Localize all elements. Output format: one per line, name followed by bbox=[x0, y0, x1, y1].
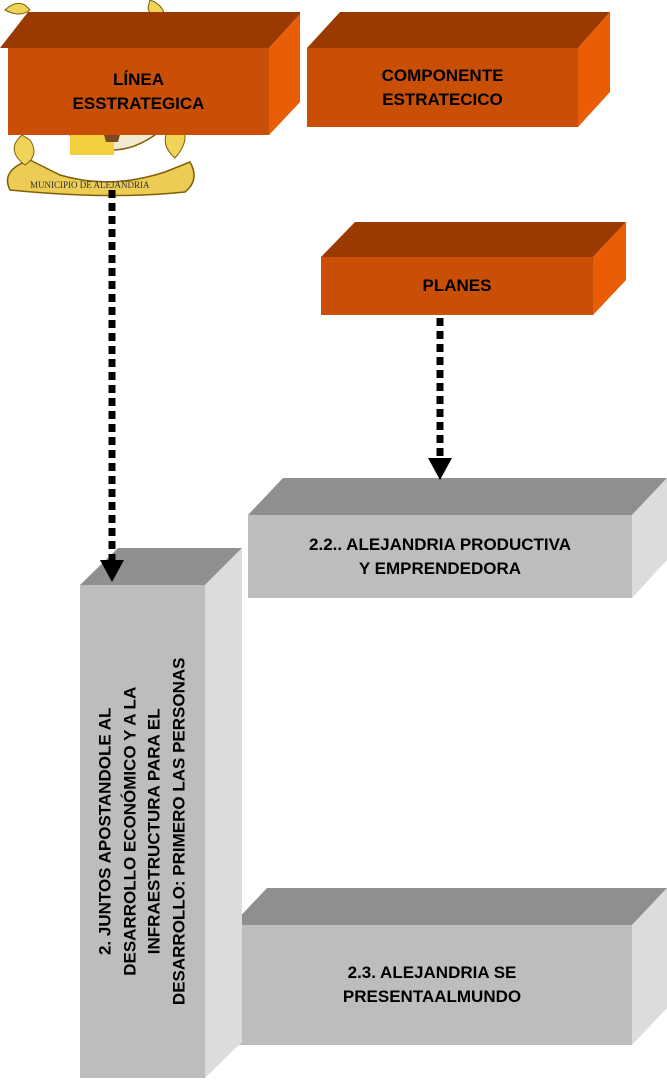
componente-header-line1: COMPONENTE bbox=[381, 65, 504, 85]
plan-line1: 2.3. ALEJANDRIA SE bbox=[347, 963, 517, 983]
seal-text: MUNICIPIO DE ALEJANDRIA bbox=[30, 180, 150, 190]
plan-line2: PRESENTAALMUNDO bbox=[342, 987, 522, 1006]
plan-line1: 2.2.. ALEJANDRIA PRODUCTIVA bbox=[309, 534, 571, 554]
linea-header-line1: LÍNEA bbox=[112, 69, 164, 89]
connector-arrow bbox=[428, 318, 452, 480]
planes-header-label: PLANES bbox=[422, 276, 492, 296]
linea-header-line2: ESSTRATEGICA bbox=[72, 93, 205, 113]
componente-header-line2: ESTRATECICO bbox=[382, 89, 503, 109]
connector-arrow bbox=[100, 190, 124, 582]
plan-line2: Y EMPRENDEDORA bbox=[358, 558, 522, 578]
